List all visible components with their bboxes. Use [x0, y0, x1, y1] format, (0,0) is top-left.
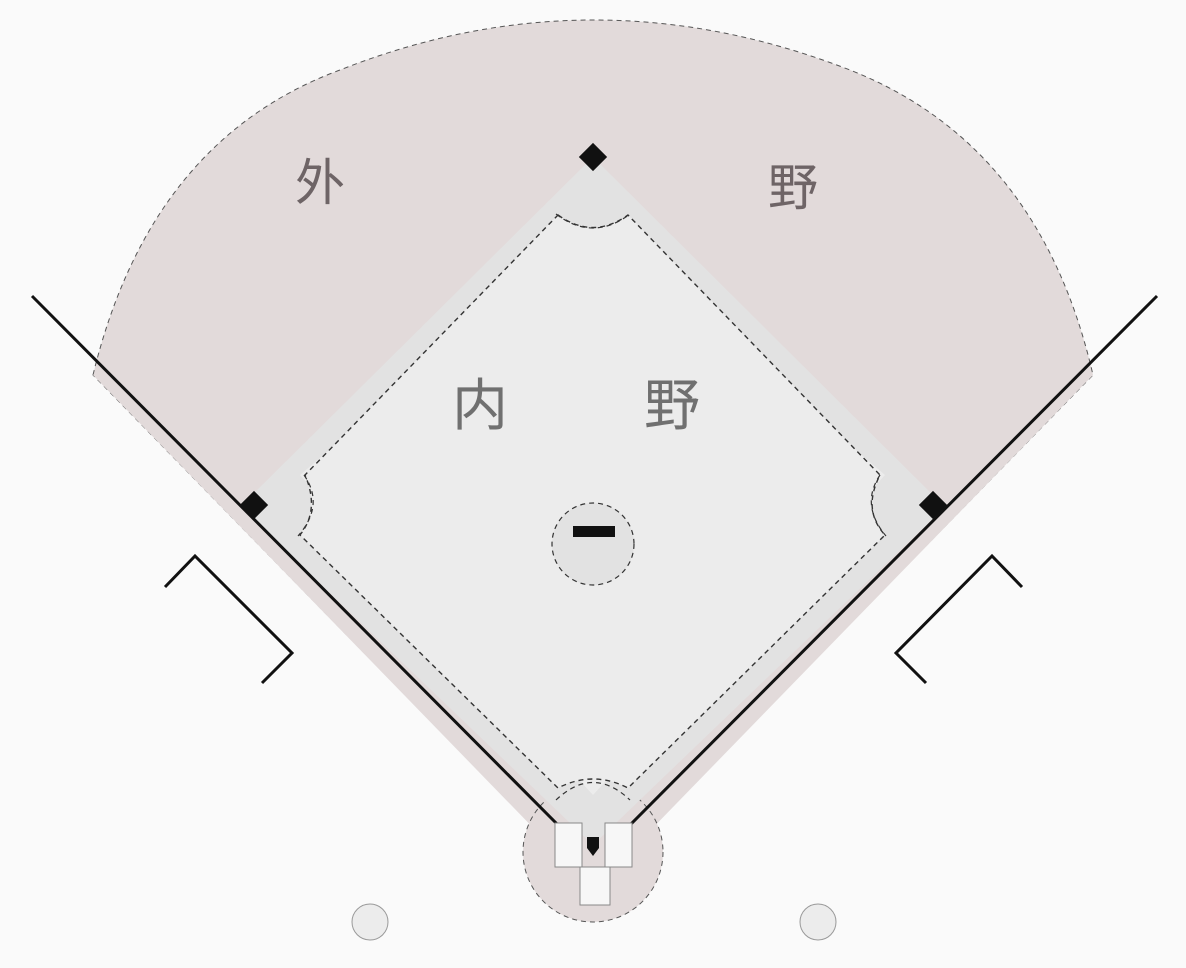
outfield-label-left: 外	[295, 154, 345, 212]
second-base-icon	[578, 142, 608, 172]
home-cutout	[555, 781, 631, 801]
home-plate-icon	[587, 837, 599, 856]
on-deck-circle-right	[799, 903, 837, 941]
batters-box-left	[554, 822, 583, 868]
first-base-icon	[918, 490, 948, 520]
third-base-dugout	[163, 553, 295, 685]
on-deck-circle-left	[351, 903, 389, 941]
infield-label-left: 内	[452, 374, 508, 439]
outfield-label-right: 野	[768, 159, 818, 217]
pitchers-mound	[551, 502, 635, 586]
pitchers-plate-icon	[573, 526, 615, 537]
batters-box-right	[604, 822, 633, 868]
left-foul-dirt-strip	[93, 360, 570, 840]
infield-grass-outline	[299, 214, 886, 789]
infield-label-right: 野	[644, 374, 700, 439]
second-base-cutout	[555, 213, 631, 229]
catchers-box	[579, 866, 611, 906]
first-base-dugout	[893, 553, 1024, 685]
left-foul-line	[30, 294, 565, 832]
right-foul-line	[623, 294, 1159, 832]
